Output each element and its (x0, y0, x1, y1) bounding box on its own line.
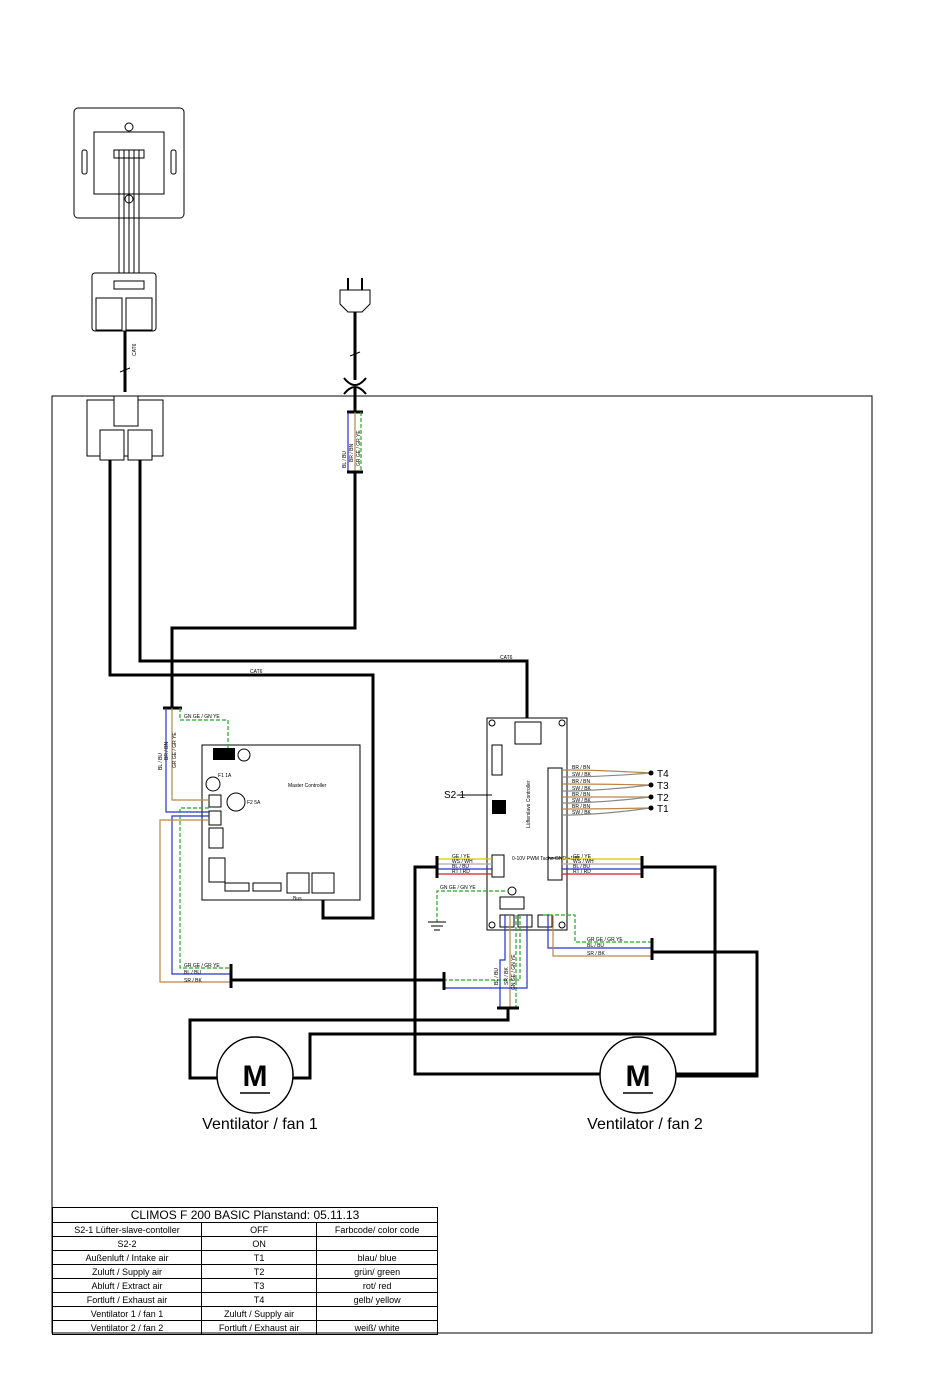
svg-text:GR GE / GR YE: GR GE / GR YE (184, 963, 220, 969)
svg-text:SR / BK: SR / BK (587, 951, 605, 957)
svg-text:SW / BK: SW / BK (572, 810, 592, 816)
mains-cable (170, 472, 357, 708)
svg-text:GR GE / GR YE: GR GE / GR YE (356, 430, 362, 466)
svg-text:0-10V PWM Tacho GND +10V: 0-10V PWM Tacho GND +10V (512, 856, 580, 862)
svg-text:BR / BN: BR / BN (164, 742, 170, 760)
master-fan1-wires: GR GE / GR YE BL / BU SR / BK (159, 807, 233, 988)
svg-text:SR / BK: SR / BK (184, 978, 202, 984)
svg-text:M: M (243, 1060, 268, 1093)
svg-text:WS / WH: WS / WH (452, 859, 473, 865)
sensor-t4-dot (648, 770, 654, 776)
svg-text:F1 1A: F1 1A (218, 773, 232, 779)
temperature-sensors: T4 T3 T2 T1 (648, 769, 669, 815)
sensor-t2-dot (648, 794, 654, 800)
svg-text:F2 5A: F2 5A (247, 800, 261, 806)
cat6-to-slave (138, 460, 529, 720)
svg-text:GR GE / GR YE: GR GE / GR YE (587, 937, 623, 943)
svg-text:BL / BU: BL / BU (342, 451, 348, 468)
svg-text:M: M (626, 1060, 651, 1093)
power-cable-wires: BL / BU BR / BN GR GE / GR YE (342, 410, 363, 474)
master-power-wires: GN GE / GN YE BL / BU BR / BN GR GE / GR… (158, 706, 229, 813)
legend-row: Ventilator 1 / fan 1 Zuluft / Supply air (51, 1306, 438, 1321)
cat6-label-master: CAT6 (250, 669, 263, 675)
svg-text:BL / BU: BL / BU (184, 970, 201, 976)
master-controller-label: Master Controller (288, 783, 327, 789)
svg-text:BR / BN: BR / BN (572, 779, 590, 785)
svg-text:GE / YE: GE / YE (573, 854, 592, 860)
power-plug (339, 278, 371, 313)
signal-cable-fan1 (290, 865, 717, 1080)
legend-row: S2-1 Lüfter-slave-contoller OFF Farbcode… (51, 1222, 438, 1237)
cat6-to-master (108, 460, 375, 920)
fan2-cable (652, 950, 759, 1078)
svg-text:GR GE / GR YE: GR GE / GR YE (172, 732, 178, 768)
cat6-label-slave: CAT6 (500, 655, 513, 661)
legend-row: Ventilator 2 / fan 2 Fortluft / Exhaust … (51, 1320, 438, 1335)
svg-text:BL / BU: BL / BU (452, 864, 469, 870)
legend-table: CLIMOS F 200 BASIC Planstand: 05.11.13 S… (51, 1207, 438, 1335)
signal-cable-fan2 (413, 865, 759, 1076)
svg-text:GN GE / GN YE: GN GE / GN YE (511, 954, 517, 990)
svg-text:GE / YE: GE / YE (452, 854, 471, 860)
sensor-wires: BR / BN SW / BK BR / BN SW / BK BR / BN … (561, 765, 651, 816)
slave-controller: Lüfterslave Controller 0-10V PWM Tacho G… (486, 717, 580, 931)
svg-text:BR / BN: BR / BN (572, 804, 590, 810)
slave-right-signal-wires: GE / YE WS / WH BL / BU RT / RD (562, 854, 644, 878)
svg-text:BR / BN: BR / BN (572, 765, 590, 771)
svg-text:GN GE / GN YE: GN GE / GN YE (440, 885, 476, 891)
svg-text:BL / BU: BL / BU (573, 864, 590, 870)
svg-text:SR / BK: SR / BK (504, 967, 510, 985)
legend-title-row: CLIMOS F 200 BASIC Planstand: 05.11.13 (52, 1207, 438, 1223)
s2-1-label: S2-1 (444, 790, 466, 801)
svg-text:BL / BU: BL / BU (587, 943, 604, 949)
legend-row: Fortluft / Exhaust air T4 gelb/ yellow (51, 1292, 438, 1307)
slave-fan2-wires: GR GE / GR YE BL / BU SR / BK (543, 914, 654, 960)
svg-text:RT / RD: RT / RD (573, 869, 591, 875)
sensor-t3-label: T3 (657, 781, 669, 792)
sensor-t2-label: T2 (657, 793, 669, 804)
fan2-label: Ventilator / fan 2 (587, 1116, 703, 1133)
svg-text:BL / BU: BL / BU (494, 968, 500, 985)
legend-row: Zuluft / Supply air T2 grün/ green (51, 1264, 438, 1279)
panel-cable (118, 158, 140, 283)
master-controller: Master Controller F1 1A F2 5A Bus (201, 744, 361, 902)
svg-text:BR / BN: BR / BN (572, 792, 590, 798)
fan1-cable-slave (188, 1008, 510, 1080)
legend-title: CLIMOS F 200 BASIC Planstand: 05.11.13 (52, 1207, 438, 1223)
slave-fan1-wires: BL / BU SR / BK GN GE / GN YE (442, 915, 528, 1010)
ground-symbol: GN GE / GN YE (428, 885, 505, 931)
fan-1: M Ventilator / fan 1 (202, 1036, 318, 1133)
fan2-motor-icon (599, 1036, 677, 1114)
sensor-t4-label: T4 (657, 769, 669, 780)
sensor-t3-dot (648, 782, 654, 788)
main-frame (51, 395, 873, 1334)
sensor-t1-dot (648, 805, 654, 811)
svg-text:BL / BU: BL / BU (158, 753, 164, 770)
svg-text:GN GE / GN YE: GN GE / GN YE (184, 714, 220, 720)
cat6-label-top: CAT6 (132, 343, 138, 356)
sensor-t1-label: T1 (657, 804, 669, 815)
svg-text:BR / BN: BR / BN (349, 444, 355, 462)
network-coupler (86, 395, 164, 461)
power-connector (343, 377, 367, 395)
svg-text:RT / RD: RT / RD (452, 869, 470, 875)
svg-text:WS / WH: WS / WH (573, 859, 594, 865)
fan-2: M Ventilator / fan 2 (587, 1036, 703, 1133)
svg-text:SW / BK: SW / BK (572, 772, 592, 778)
legend-row: Abluft / Extract air T3 rot/ red (51, 1278, 438, 1293)
svg-text:SW / BK: SW / BK (572, 798, 592, 804)
slave-left-signal-wires: GE / YE WS / WH BL / BU RT / RD (435, 854, 492, 878)
svg-text:SW / BK: SW / BK (572, 786, 592, 792)
svg-text:Bus: Bus (293, 896, 302, 902)
slave-controller-label: Lüfterslave Controller (526, 780, 532, 828)
fan1-motor-icon (216, 1036, 294, 1114)
legend-row: Außenluft / Intake air T1 blau/ blue (51, 1250, 438, 1265)
junction-box-top (91, 272, 157, 332)
legend-row: S2-2 ON (51, 1236, 438, 1251)
fan1-label: Ventilator / fan 1 (202, 1116, 318, 1133)
